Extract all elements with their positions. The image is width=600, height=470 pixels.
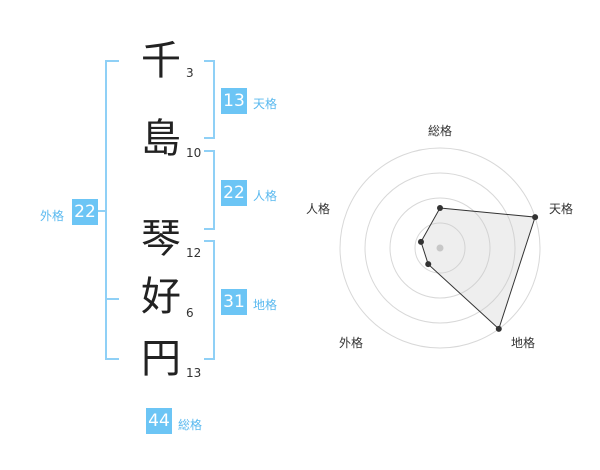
radar-center — [436, 244, 444, 252]
gaikaku-label: 外格 — [40, 209, 65, 223]
radar-point-5 — [417, 238, 424, 245]
radar-axis-label-3: 地格 — [511, 336, 536, 350]
chikaku-label: 地格 — [253, 298, 278, 312]
radar-series-area — [420, 207, 536, 330]
radar-axis-label-4: 外格 — [339, 336, 364, 350]
radar-axis-label-5: 人格 — [306, 202, 331, 216]
radar-ring-1 — [414, 222, 466, 274]
chikaku-value: 31 — [221, 289, 247, 315]
radar-axis-label-1: 総格 — [428, 124, 453, 138]
name-char-1: 千 — [141, 38, 181, 84]
stroke-count-1: 3 — [186, 66, 194, 80]
name-char-3: 琴 — [141, 216, 181, 262]
radar-axis-label-2: 天格 — [549, 202, 574, 216]
stroke-count-3: 12 — [186, 246, 202, 260]
stroke-count-2: 10 — [186, 146, 202, 160]
jinkaku-value: 22 — [221, 180, 247, 206]
jinkaku-label: 人格 — [253, 189, 278, 203]
stroke-count-5: 13 — [186, 366, 202, 380]
tenkaku-label: 天格 — [253, 97, 278, 111]
tenkaku-value: 13 — [221, 88, 247, 114]
radar-point-2 — [532, 214, 539, 221]
soukaku-value: 44 — [146, 408, 172, 434]
name-char-2: 島 — [141, 116, 181, 162]
radar-ring-2 — [389, 197, 491, 299]
name-char-5: 円 — [141, 336, 181, 382]
soukaku-label: 総格 — [178, 418, 203, 432]
radar-point-3 — [495, 325, 502, 332]
radar-ring-4 — [339, 147, 541, 349]
radar-ring-3 — [364, 172, 516, 324]
radar-point-4 — [425, 261, 432, 268]
stroke-count-4: 6 — [186, 306, 194, 320]
name-char-4: 好 — [141, 274, 181, 320]
gaikaku-value: 22 — [72, 199, 98, 225]
radar-point-1 — [437, 205, 443, 211]
